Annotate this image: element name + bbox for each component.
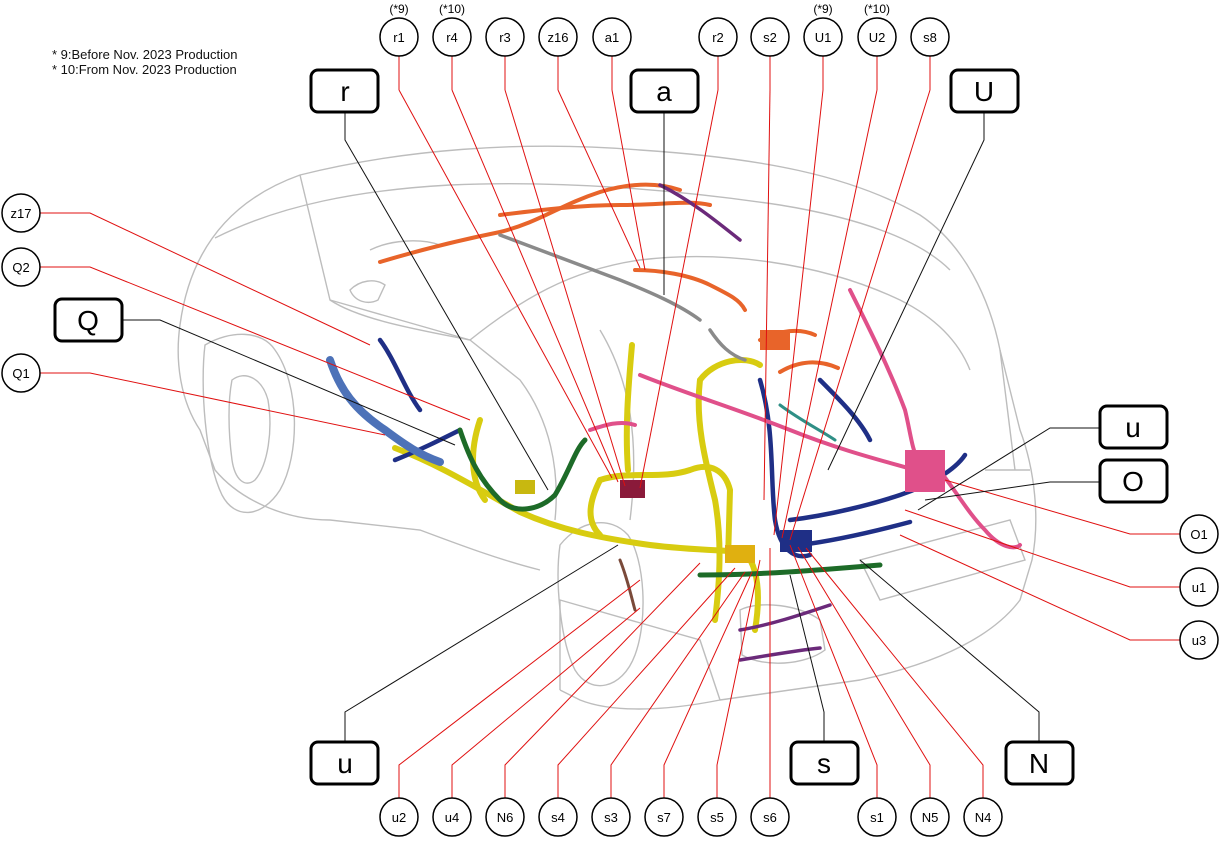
footnote-9: * 9:Before Nov. 2023 Production — [52, 47, 238, 62]
connector-N6[interactable]: N6 — [485, 797, 525, 837]
connector-s2-label: s2 — [763, 30, 777, 45]
connector-u3-label: u3 — [1192, 633, 1206, 648]
connector-u3[interactable]: u3 — [1179, 620, 1219, 660]
connector-Q2[interactable]: Q2 — [1, 247, 41, 287]
connector-z17[interactable]: z17 — [1, 193, 41, 233]
connector-a1-label: a1 — [605, 30, 619, 45]
leader-lines-black — [122, 112, 1100, 742]
connector-r4-label: r4 — [446, 30, 458, 45]
connector-r3-label: r3 — [499, 30, 511, 45]
connector-r2-label: r2 — [712, 30, 724, 45]
harness-box-a-label: a — [656, 76, 672, 107]
connector-N5-label: N5 — [922, 810, 939, 825]
connector-U2-label: U2 — [869, 30, 886, 45]
connector-N4-label: N4 — [975, 810, 992, 825]
footnote-10: * 10:From Nov. 2023 Production — [52, 62, 237, 77]
connector-s1[interactable]: s1 — [857, 797, 897, 837]
harness-box-u-bottom[interactable]: u — [309, 740, 380, 786]
connector-U1-label: U1 — [815, 30, 832, 45]
harness-box-r[interactable]: r — [309, 68, 380, 114]
connector-u1-label: u1 — [1192, 580, 1206, 595]
harness-box-Q[interactable]: Q — [53, 297, 124, 343]
connector-s7-label: s7 — [657, 810, 671, 825]
connector-s2[interactable]: s2 — [750, 17, 790, 57]
connector-s6[interactable]: s6 — [750, 797, 790, 837]
connector-r2[interactable]: r2 — [698, 17, 738, 57]
leader-lines-red — [38, 56, 1180, 799]
connector-u4[interactable]: u4 — [432, 797, 472, 837]
connector-u4-label: u4 — [445, 810, 459, 825]
harness-box-N-label: N — [1029, 748, 1049, 779]
connector-O1[interactable]: O1 — [1179, 514, 1219, 554]
harness-box-u-right[interactable]: u — [1098, 404, 1169, 450]
connector-Q1[interactable]: Q1 — [1, 353, 41, 393]
connector-s5[interactable]: s5 — [697, 797, 737, 837]
connector-z16-label: z16 — [548, 30, 569, 45]
connector-blocks — [515, 330, 945, 563]
harness-orange — [378, 182, 840, 374]
harness-box-u-right-label: u — [1125, 412, 1141, 443]
connector-s6-label: s6 — [763, 810, 777, 825]
connector-r1-label: r1 — [393, 30, 405, 45]
connector-s1-label: s1 — [870, 810, 884, 825]
connector-r3[interactable]: r3 — [485, 17, 525, 57]
connector-s3[interactable]: s3 — [591, 797, 631, 837]
connector-O1-label: O1 — [1190, 527, 1207, 542]
harness-box-O-label: O — [1122, 466, 1144, 497]
harness-box-r-label: r — [340, 76, 349, 107]
harness-gray — [498, 233, 747, 362]
connector-u2[interactable]: u2 — [379, 797, 419, 837]
harness-yellow — [392, 342, 763, 633]
connector-z16[interactable]: z16 — [538, 17, 578, 57]
connector-u2-label: u2 — [392, 810, 406, 825]
connector-U1[interactable]: U1 (*9) — [803, 2, 843, 57]
connector-r4[interactable]: r4 (*10) — [432, 2, 472, 57]
harness-pink — [588, 288, 1022, 550]
connector-r1-note: (*9) — [389, 2, 408, 16]
connector-r4-note: (*10) — [439, 2, 465, 16]
connector-Q1-label: Q1 — [12, 366, 29, 381]
connector-s5-label: s5 — [710, 810, 724, 825]
harness-box-N[interactable]: N — [1004, 740, 1075, 786]
connector-U1-note: (*9) — [813, 2, 832, 16]
harness-light-blue — [326, 356, 444, 466]
harness-teal — [778, 403, 837, 442]
harness-box-U[interactable]: U — [949, 68, 1020, 114]
connector-Q2-label: Q2 — [12, 260, 29, 275]
harness-blue — [377, 337, 968, 559]
connector-s4-label: s4 — [551, 810, 565, 825]
connector-u1[interactable]: u1 — [1179, 567, 1219, 607]
connector-s4[interactable]: s4 — [538, 797, 578, 837]
connector-U2[interactable]: U2 (*10) — [857, 2, 897, 57]
connector-s8-label: s8 — [923, 30, 937, 45]
harness-box-Q-label: Q — [77, 305, 99, 336]
harness-green — [457, 427, 883, 578]
harness-box-s-label: s — [817, 748, 831, 779]
connector-s8[interactable]: s8 — [910, 17, 950, 57]
connector-z17-label: z17 — [11, 206, 32, 221]
connector-N4[interactable]: N4 — [963, 797, 1003, 837]
connector-N5[interactable]: N5 — [910, 797, 950, 837]
harness-box-u-bottom-label: u — [337, 748, 353, 779]
connector-s3-label: s3 — [604, 810, 618, 825]
harness-box-U-label: U — [974, 76, 994, 107]
connector-r1[interactable]: r1 (*9) — [379, 2, 419, 57]
harness-box-s[interactable]: s — [789, 740, 860, 786]
connector-s7[interactable]: s7 — [644, 797, 684, 837]
connector-N6-label: N6 — [497, 810, 514, 825]
connector-U2-note: (*10) — [864, 2, 890, 16]
connector-a1[interactable]: a1 — [592, 17, 632, 57]
harness-purple — [658, 183, 832, 662]
harness-box-O[interactable]: O — [1098, 458, 1169, 504]
harness-box-a[interactable]: a — [629, 68, 700, 114]
